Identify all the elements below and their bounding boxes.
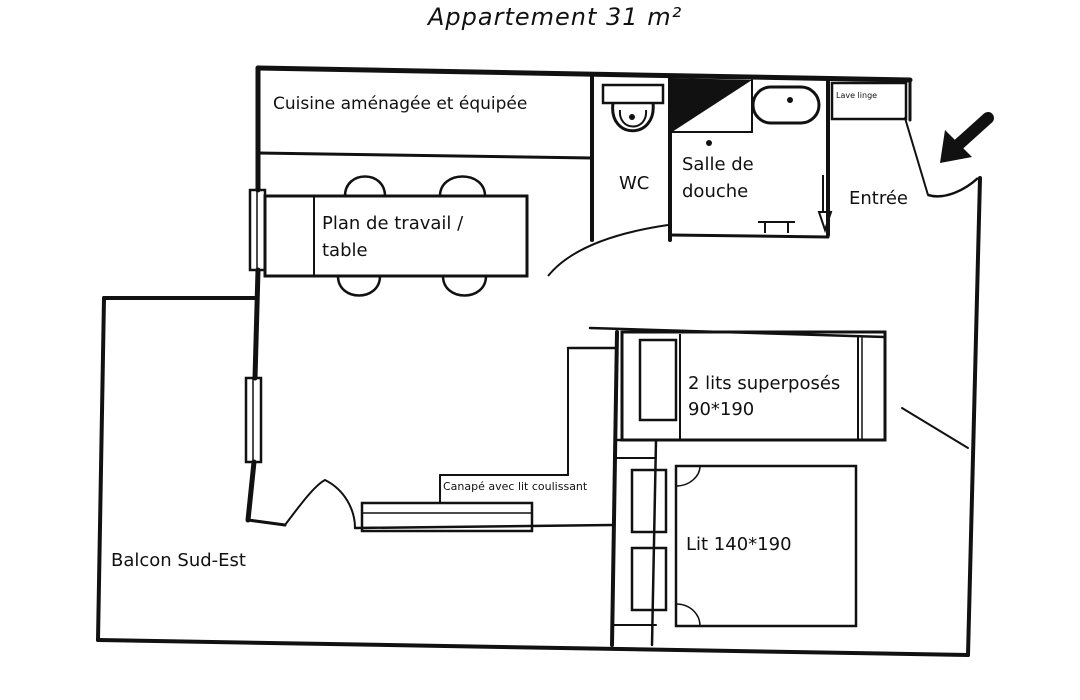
entrance-arrow-icon bbox=[940, 112, 994, 163]
toilet-icon bbox=[601, 83, 665, 133]
worktop-label-line1: Plan de travail / bbox=[322, 213, 464, 234]
sofa-bed: Canapé avec lit coulissant bbox=[360, 480, 588, 533]
windows bbox=[244, 188, 267, 464]
bunk-label-line1: 2 lits superposés bbox=[688, 373, 840, 394]
shower-label-line1: Salle de bbox=[682, 154, 754, 175]
laundry-label: Lave linge bbox=[836, 91, 877, 100]
shower-room: Salle de douche bbox=[668, 78, 833, 239]
bunk-label-line2: 90*190 bbox=[688, 399, 754, 420]
plan-title: Appartement 31 m² bbox=[426, 3, 682, 31]
kitchen-counter: Cuisine aménagée et équipée bbox=[256, 94, 594, 160]
worktop-label-line2: table bbox=[322, 240, 368, 261]
outer-walls bbox=[96, 65, 982, 657]
sofa-label: Canapé avec lit coulissant bbox=[443, 480, 588, 493]
laundry-area: Lave linge bbox=[830, 81, 908, 121]
shower-label-line2: douche bbox=[682, 181, 748, 202]
interior-walls bbox=[246, 330, 887, 647]
drain-arrow-icon bbox=[817, 175, 833, 234]
entrance: Entrée bbox=[849, 112, 994, 209]
kitchen-label: Cuisine aménagée et équipée bbox=[273, 94, 527, 114]
worktop-table: Plan de travail / table bbox=[263, 175, 529, 297]
door-swing-icon bbox=[547, 224, 669, 277]
double-bed: Lit 140*190 bbox=[630, 464, 858, 628]
sink-icon bbox=[751, 85, 821, 125]
wc-label: WC bbox=[619, 173, 649, 194]
bed-label: Lit 140*190 bbox=[686, 534, 792, 555]
entrance-label: Entrée bbox=[849, 188, 908, 209]
shower-tap-icon bbox=[758, 221, 795, 233]
wc-room: WC bbox=[547, 73, 672, 277]
bunk-beds: 2 lits superposés 90*190 bbox=[588, 326, 969, 449]
door-swing-icon bbox=[284, 478, 356, 529]
balcony-label: Balcon Sud-Est bbox=[111, 550, 246, 571]
